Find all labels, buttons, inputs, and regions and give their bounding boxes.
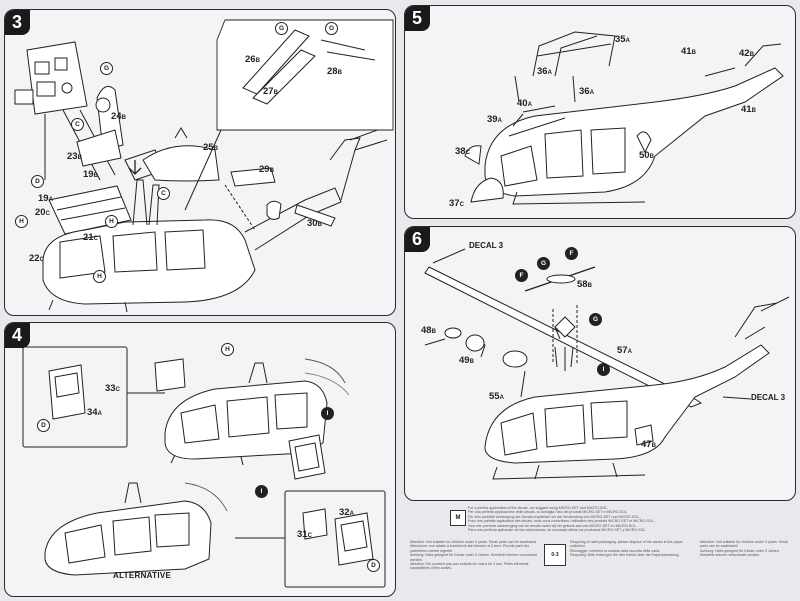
callout-i: I (321, 407, 334, 420)
callout-c: C (157, 187, 170, 200)
step-number: 4 (5, 323, 30, 348)
micro-set-logo: M (450, 510, 466, 526)
part-label: 41B (681, 46, 696, 57)
step-number: 6 (405, 227, 430, 252)
step-4-drawing (22, 346, 386, 588)
part-label: 50B (639, 150, 654, 161)
callout-f: F (515, 269, 528, 282)
callout-c: C (71, 118, 84, 131)
callout-g: G (275, 22, 288, 35)
step-number: 5 (405, 6, 430, 31)
decal-application-notes: For a perfect application of the decals,… (468, 506, 655, 533)
part-label: 41B (741, 104, 756, 115)
decal-label: DECAL 3 (751, 393, 786, 402)
step-number: 3 (5, 10, 30, 35)
warning-notes: Attention: Not suitable for children und… (700, 540, 788, 558)
part-label: 28B (327, 66, 342, 77)
step-4-panel: 4 (4, 322, 396, 597)
part-label: 34A (87, 407, 102, 418)
part-label: 33C (105, 383, 120, 394)
part-label: 30B (307, 218, 322, 229)
callout-d: D (367, 559, 380, 572)
part-label: 22C (29, 253, 44, 264)
age-warning-icon: 0-3 (544, 544, 566, 566)
step-5-panel: 5 35A 36A 36A 4 (404, 5, 796, 219)
part-label: 58B (577, 279, 592, 290)
part-label: 48B (421, 325, 436, 336)
step-5-drawing (464, 31, 784, 205)
part-label: 31C (297, 529, 312, 540)
part-label: 19A (38, 193, 53, 204)
part-label: 55A (489, 391, 504, 402)
step-6-drawing (424, 248, 790, 480)
step-6-panel: 6 (404, 226, 796, 501)
step-3-panel: 3 (4, 9, 396, 316)
part-label: 49B (459, 355, 474, 366)
part-label: 20C (35, 207, 50, 218)
callout-d: D (31, 175, 44, 188)
callout-h: H (15, 215, 28, 228)
part-label: 39A (487, 114, 502, 125)
recycling-notes: Recycling of used packaging: please disp… (570, 540, 683, 558)
part-label: 37C (449, 198, 464, 209)
callout-g: G (325, 22, 338, 35)
part-label: 21C (83, 232, 98, 243)
step-3-drawing (14, 19, 394, 313)
part-label: 36A (579, 86, 594, 97)
callout-g: G (100, 62, 113, 75)
part-label: 40A (517, 98, 532, 109)
callout-h: H (105, 215, 118, 228)
part-label: 19B (83, 169, 98, 180)
decal-label: DECAL 3 (469, 241, 504, 250)
part-label: 25B (203, 142, 218, 153)
part-label: 29B (259, 164, 274, 175)
part-label: 32A (339, 507, 354, 518)
part-label: 23B (67, 151, 82, 162)
part-label: 27B (263, 86, 278, 97)
part-label: 42B (739, 48, 754, 59)
part-label: 35A (615, 34, 630, 45)
callout-d: D (37, 419, 50, 432)
callout-h: H (221, 343, 234, 356)
alternative-caption: ALTERNATIVE (113, 571, 172, 580)
safety-notes: Attention: Not suitable for children und… (410, 540, 538, 571)
callout-g: G (589, 313, 602, 326)
callout-i: I (255, 485, 268, 498)
part-label: 26B (245, 54, 260, 65)
callout-h: H (93, 270, 106, 283)
part-label: 38C (455, 146, 470, 157)
callout-f: F (565, 247, 578, 260)
part-label: 57A (617, 345, 632, 356)
part-label: 24B (111, 111, 126, 122)
callout-i: I (597, 363, 610, 376)
part-label: 47B (641, 439, 656, 450)
part-label: 36A (537, 66, 552, 77)
callout-g: G (537, 257, 550, 270)
